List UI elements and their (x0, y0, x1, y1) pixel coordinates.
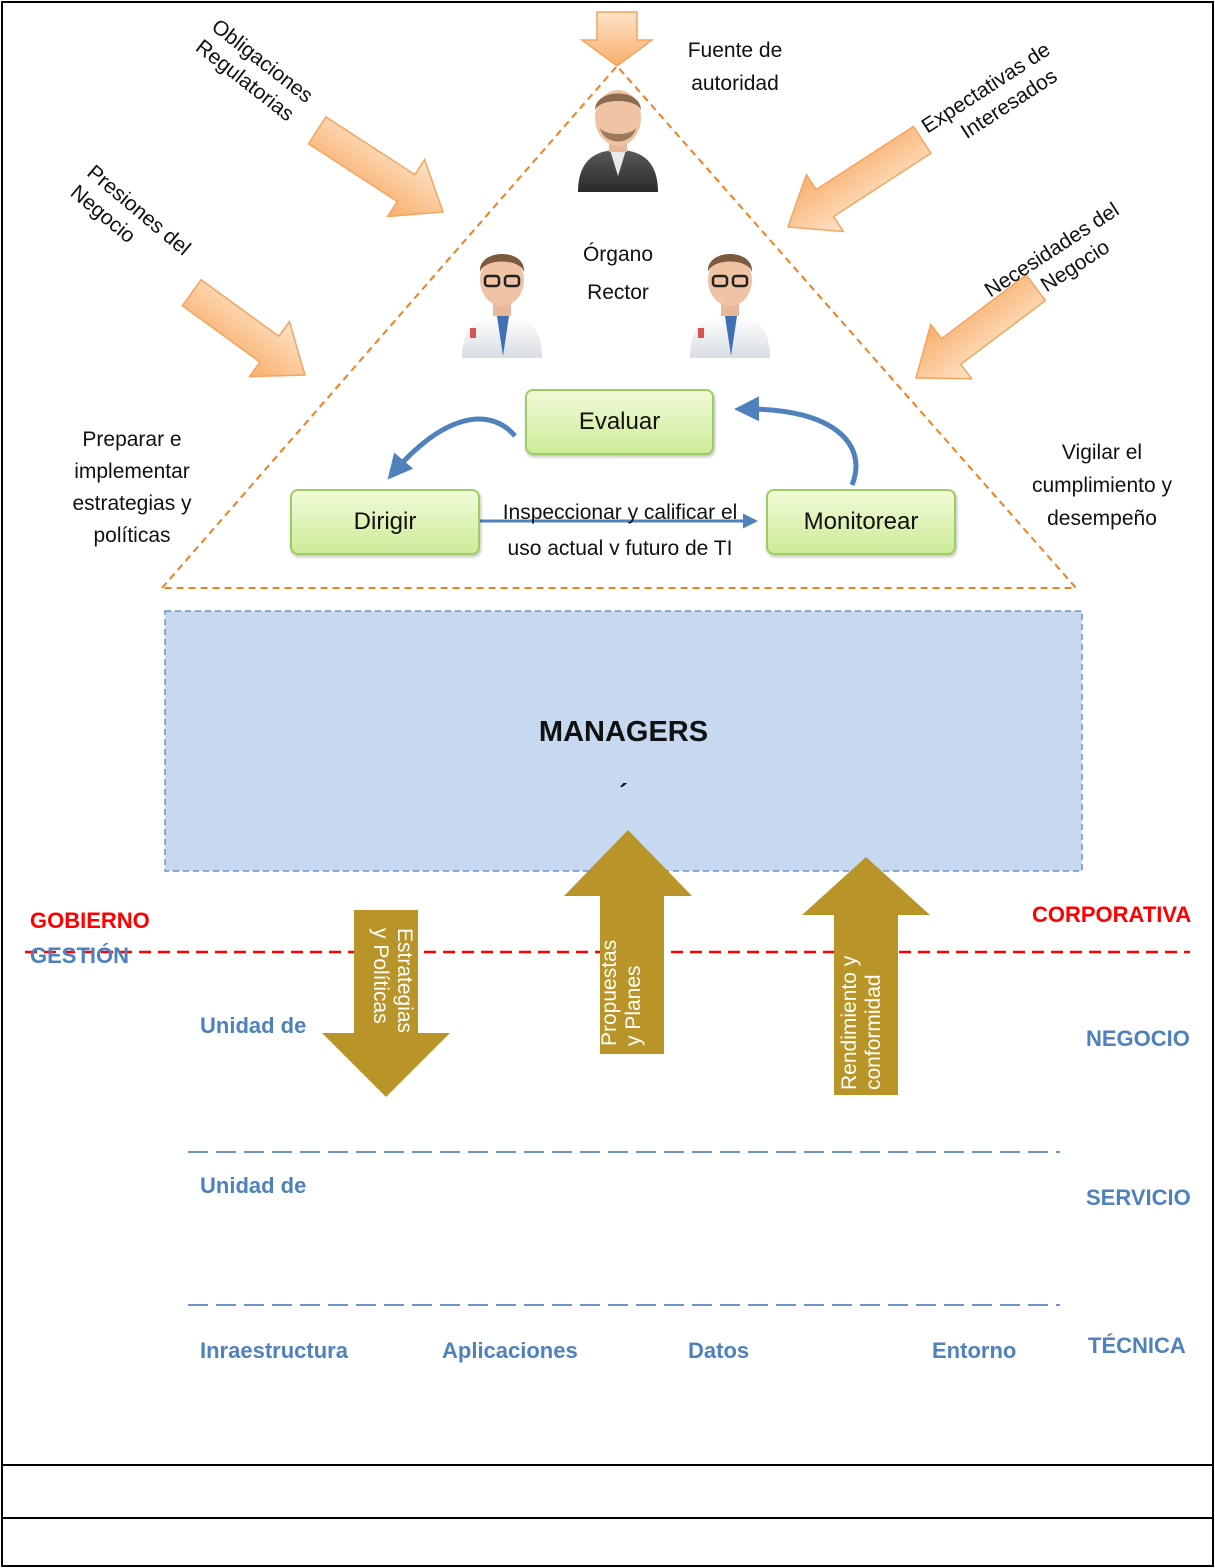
service-label: SERVICIO (1086, 1185, 1191, 1210)
evaluate-box[interactable]: Evaluar (525, 389, 714, 455)
monitor-box[interactable]: Monitorear (766, 489, 956, 555)
performance-label: Rendimiento y conformidad (838, 955, 885, 1090)
tech-item: Aplicaciones (442, 1338, 578, 1363)
evaluate-to-direct-arrow (387, 416, 517, 480)
strategies-label: Estrategias y Políticas (369, 928, 416, 1034)
strategies-down-arrow (322, 910, 450, 1097)
business-label: NEGOCIO (1086, 1026, 1190, 1051)
managers-subtitle: ´ (619, 778, 628, 808)
tech-item: Entorno (932, 1338, 1017, 1363)
direct-box[interactable]: Dirigir (290, 489, 480, 555)
service-unit-label: Unidad de (200, 1173, 307, 1198)
regulatory-arrow (307, 115, 445, 218)
corporate-label: CORPORATIVA (1032, 902, 1192, 927)
business-unit-label: Unidad de (200, 1013, 307, 1038)
authority-label: Fuente de autoridad (687, 39, 783, 95)
board-member-icon (690, 254, 770, 358)
managers-title: MANAGERS (538, 716, 709, 748)
inspect-label: Inspeccionar y calificar el uso actual y… (502, 501, 738, 555)
stakeholders-arrow (786, 125, 932, 233)
business-needs-arrow (915, 273, 1047, 380)
left-side-note: Preparar e implementar estrategias y pol… (72, 428, 192, 547)
executive-person-icon (578, 90, 658, 192)
tech-item: Datos (688, 1338, 750, 1363)
proposals-label: Propuestas y Planes (598, 939, 645, 1046)
managers-box (164, 610, 1083, 872)
authority-arrow (579, 11, 655, 67)
board-member-icon (462, 254, 542, 358)
governance-label: GOBIERNO (30, 908, 150, 933)
governing-body-label: Órgano Rector (582, 243, 654, 304)
performance-up-arrow (802, 857, 930, 1095)
management-label: GESTIÓN (30, 943, 130, 968)
business-pressure-arrow (181, 278, 306, 378)
monitor-to-evaluate-arrow (734, 396, 859, 486)
tech-item: Inraestructura (200, 1338, 348, 1363)
proposals-up-arrow (564, 830, 692, 1054)
right-side-note: Vigilar el cumplimiento y desempeño (1031, 441, 1173, 530)
technical-label: TÉCNICA (1088, 1333, 1186, 1358)
